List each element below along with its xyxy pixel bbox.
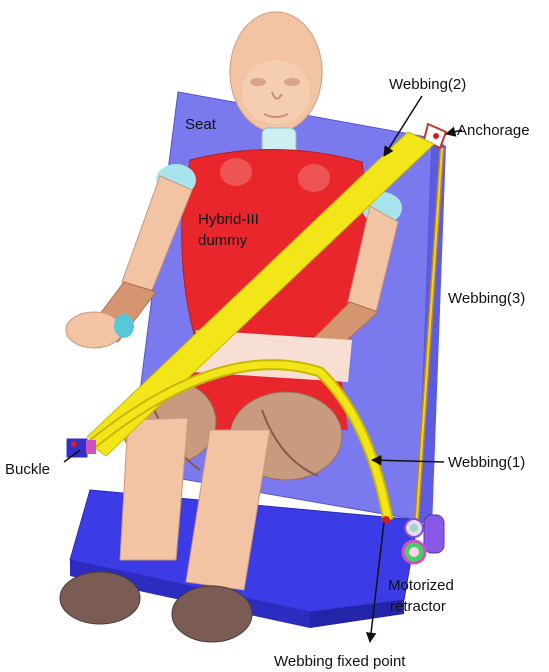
right-shoe	[172, 586, 252, 642]
seat-label: Seat	[185, 116, 217, 133]
dummy-head	[230, 12, 322, 132]
retractor-label-line2: retractor	[390, 598, 446, 615]
webbing-3-label: Webbing(3)	[448, 290, 525, 307]
buckle-hardware	[66, 438, 96, 458]
buckle-label: Buckle	[5, 461, 50, 478]
dummy-label-line1: Hybrid-III	[198, 211, 259, 228]
retractor-label-line1: Motorized	[388, 577, 454, 594]
webbing-1-label: Webbing(1)	[448, 454, 525, 471]
fixed-point-label: Webbing fixed point	[274, 653, 406, 670]
dummy-label-line2: dummy	[198, 232, 248, 249]
webbing-2-label: Webbing(2)	[389, 76, 466, 93]
left-shoe	[60, 572, 140, 624]
anchorage-label: Anchorage	[457, 122, 530, 139]
